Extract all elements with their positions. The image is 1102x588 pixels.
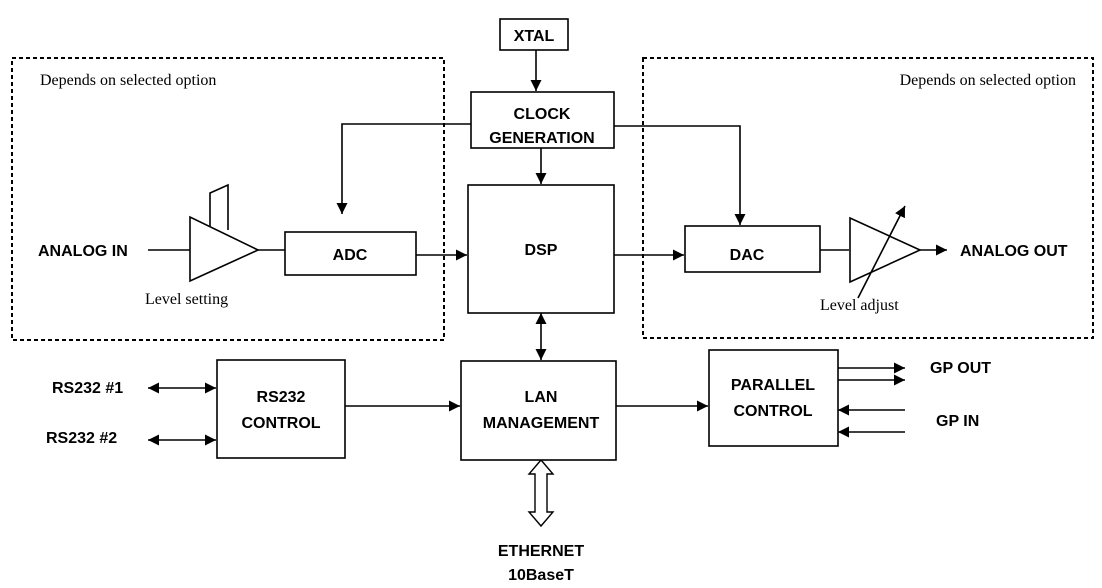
rs232-label-line1: RS232 — [257, 389, 306, 406]
right-option-region — [642, 57, 1094, 339]
adc-block — [284, 231, 417, 276]
dsp-label: DSP — [525, 242, 558, 259]
rs232-2-label: RS232 #2 — [46, 430, 117, 447]
parallel-label-line1: PARALLEL — [731, 377, 815, 394]
adc-label: ADC — [333, 247, 368, 264]
lan-label-line2: MANAGEMENT — [483, 415, 600, 432]
clock-label-line1: CLOCK — [514, 106, 571, 123]
rs232-label-line2: CONTROL — [241, 415, 320, 432]
clock-generation-block — [470, 91, 615, 149]
rs232-1-label: RS232 #1 — [52, 380, 123, 397]
clock-to-adc-arrow — [336, 123, 471, 214]
level-adjust-arrow — [857, 205, 906, 299]
xtal-block — [499, 18, 569, 51]
analog-out-label: ANALOG OUT — [960, 243, 1068, 260]
parallel-label-line2: CONTROL — [733, 403, 812, 420]
gp-in-label: GP IN — [936, 413, 979, 430]
ethernet-label-line2: 10BaseT — [508, 567, 574, 584]
gp-out-label: GP OUT — [930, 360, 991, 377]
dac-block — [684, 225, 821, 273]
level-adjust-label: Level adjust — [820, 297, 899, 314]
dsp-block — [467, 184, 615, 314]
lan-label-line1: LAN — [525, 389, 558, 406]
parallel-control-block — [708, 349, 839, 447]
clock-label-line2: GENERATION — [489, 130, 594, 147]
clock-to-dac-arrow — [614, 125, 746, 225]
ethernet-label-line1: ETHERNET — [498, 543, 584, 560]
analog-in-label: ANALOG IN — [38, 243, 128, 260]
xtal-label: XTAL — [514, 28, 555, 45]
level-setting-label: Level setting — [145, 291, 228, 308]
lan-management-block — [460, 360, 617, 461]
right-option-note: Depends on selected option — [900, 72, 1076, 89]
left-option-note: Depends on selected option — [40, 72, 216, 89]
output-amplifier — [849, 216, 922, 284]
level-setting-control — [209, 183, 229, 230]
input-amplifier — [189, 215, 260, 283]
rs232-control-block — [216, 359, 346, 459]
dac-label: DAC — [730, 247, 765, 264]
ethernet-bus-arrow — [527, 458, 555, 528]
